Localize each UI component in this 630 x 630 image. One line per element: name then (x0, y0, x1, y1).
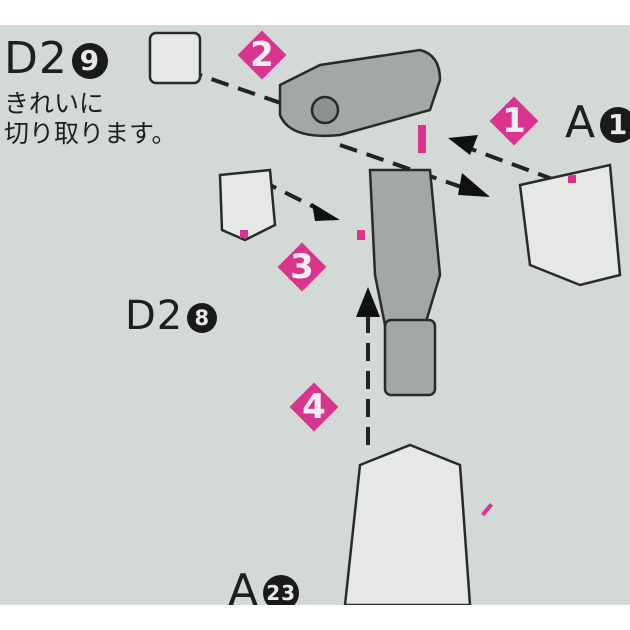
arrow-head (448, 135, 478, 155)
arrow-head (312, 203, 340, 221)
arm-frame-part (368, 168, 442, 327)
step-number: 1 (502, 101, 526, 141)
part-code: A (228, 565, 260, 605)
step-marker-3: 3 (277, 242, 327, 292)
part-a-top (518, 163, 622, 287)
step-number: 3 (290, 247, 314, 287)
arrow-head (458, 173, 490, 197)
part-code: D2 (4, 33, 68, 84)
magenta-peg (418, 125, 426, 153)
joint-hole (310, 95, 340, 125)
step-number: 2 (250, 35, 274, 75)
magenta-peg (240, 230, 248, 238)
part-d2-8 (218, 168, 277, 242)
note-text-line2: 切り取ります。 (4, 119, 177, 148)
part-number-badge: 8 (187, 303, 218, 333)
shoulder-joint-part (278, 48, 442, 137)
step-marker-2: 2 (237, 30, 287, 80)
step-marker-1: 1 (489, 96, 539, 146)
part-number-badge: 23 (263, 575, 300, 605)
assembly-diagram (148, 31, 622, 605)
arrow-head (356, 287, 380, 317)
guide-line-a (339, 143, 471, 192)
part-code: A (565, 97, 597, 148)
part-d2-9 (148, 31, 202, 85)
magenta-peg (357, 230, 365, 240)
part-code: D2 (125, 293, 184, 339)
part-number-badge: 9 (71, 43, 108, 79)
arm-lower-part (383, 318, 437, 397)
magenta-peg (568, 175, 576, 183)
note-text-line1: きれいに (4, 89, 105, 118)
part-number-badge: 1 (600, 107, 630, 143)
step-number: 4 (302, 387, 326, 427)
step-marker-4: 4 (289, 382, 339, 432)
click-mark (481, 502, 494, 517)
part-a-23 (343, 443, 472, 605)
